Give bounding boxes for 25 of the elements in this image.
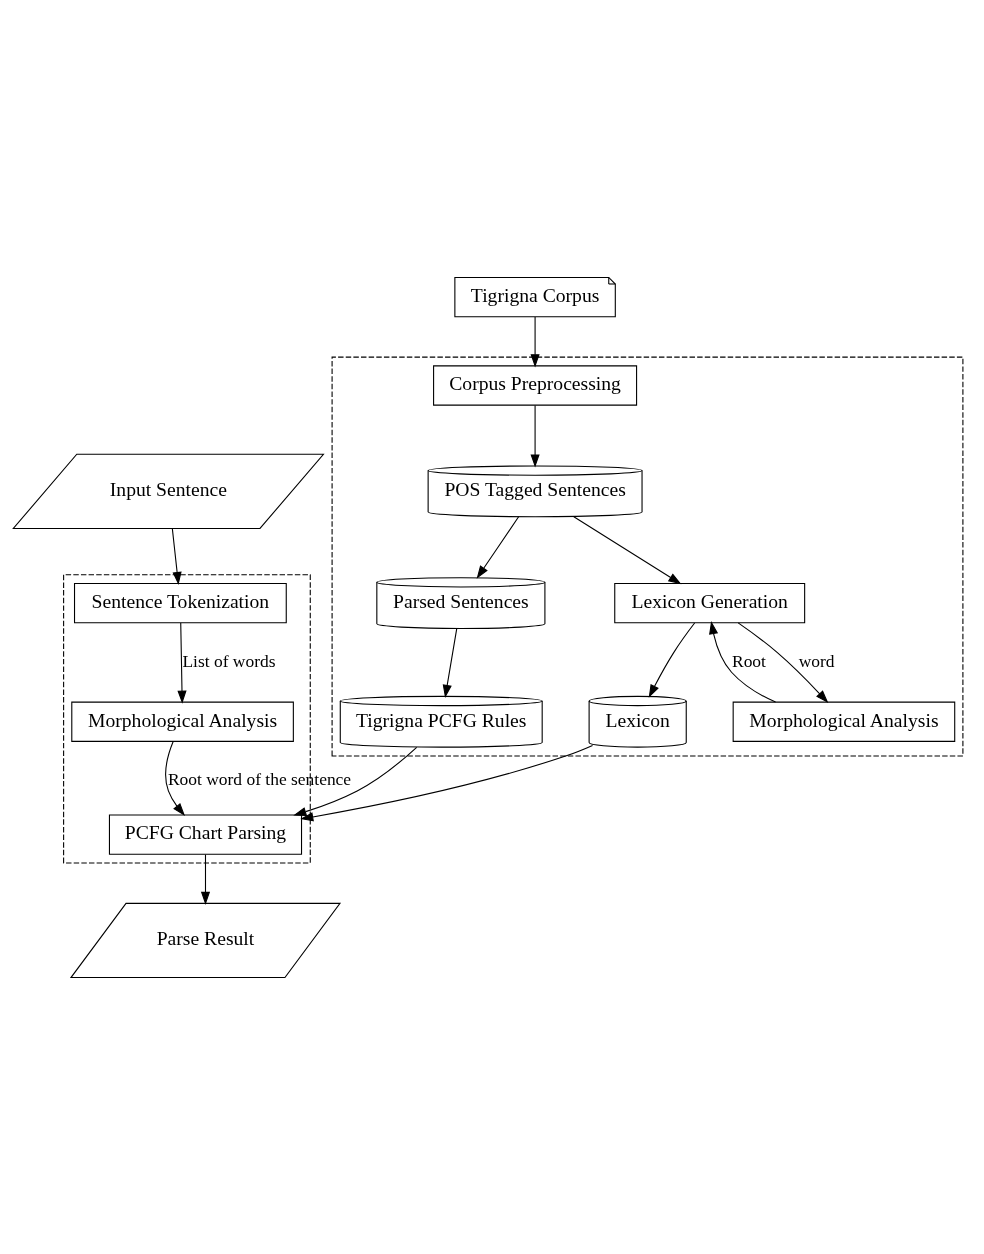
edge-label: List of words — [181, 650, 275, 671]
node-box: Sentence Tokenization — [73, 582, 287, 623]
arrow — [648, 622, 695, 698]
node-box: Corpus Preprocessing — [432, 364, 637, 406]
arrow — [176, 621, 187, 704]
arrow — [708, 620, 776, 703]
arrow — [164, 740, 185, 816]
cluster — [331, 356, 963, 757]
edge-label: Root word of the sentence — [167, 768, 351, 789]
node-box: Lexicon Generation — [613, 582, 805, 623]
arrow — [171, 527, 182, 585]
node-box: Morphological Analysis — [70, 701, 294, 742]
edge-label: Root — [731, 650, 766, 671]
edge-label: word — [798, 650, 835, 671]
node-box: PCFG Chart Parsing — [108, 813, 302, 855]
arrow — [476, 515, 519, 579]
arrow — [200, 853, 210, 905]
node-box: Morphological Analysis — [732, 701, 955, 742]
arrow — [292, 746, 417, 816]
arrow — [530, 315, 540, 367]
arrow — [299, 744, 593, 821]
arrow — [737, 621, 828, 703]
arrow — [442, 627, 457, 698]
arrow — [530, 404, 540, 468]
arrow — [572, 515, 681, 584]
